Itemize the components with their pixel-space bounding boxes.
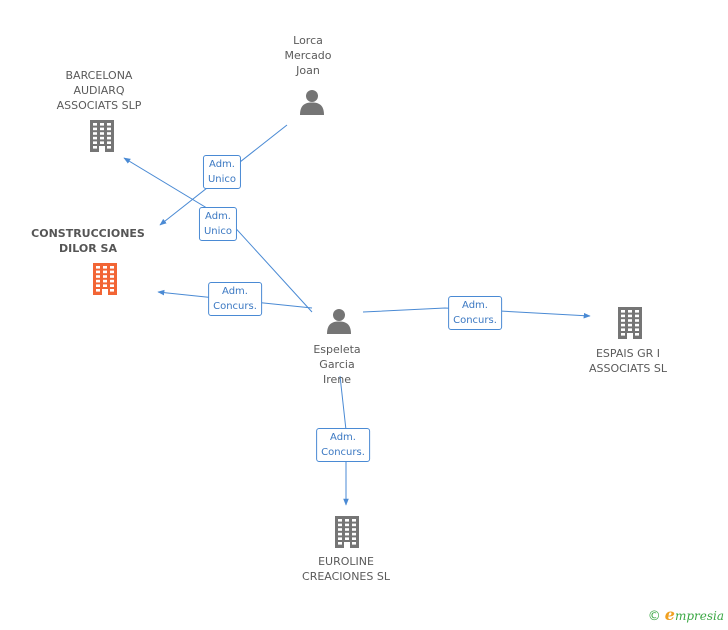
edge-label-line: Concurs. [321, 447, 365, 458]
edge-label-espeleta-to-euroline[interactable]: Adm. Concurs. [316, 428, 370, 462]
node-label-line: CONSTRUCCIONES [31, 227, 145, 240]
node-label-espais[interactable]: ESPAIS GR I ASSOCIATS SL [589, 346, 667, 376]
node-label-line: Mercado [284, 49, 332, 62]
company-icon-construcciones[interactable] [90, 262, 120, 300]
edge-label-line: Adm. [330, 432, 356, 443]
node-label-line: CREACIONES SL [302, 570, 390, 583]
brand-name: mpresia [674, 609, 724, 623]
person-icon-espeleta[interactable] [325, 307, 353, 339]
edge-label-line: Adm. [462, 300, 488, 311]
edge-label-line: Adm. [209, 159, 235, 170]
company-icon-barcelona[interactable] [87, 119, 117, 157]
node-label-line: ASSOCIATS SL [588, 362, 668, 375]
brand-logo[interactable]: empresia [665, 605, 724, 624]
node-label-construcciones[interactable]: CONSTRUCCIONES DILOR SA [31, 226, 145, 256]
node-label-line: DILOR SA [59, 242, 117, 255]
node-label-line: EUROLINE [318, 555, 374, 568]
brand-initial: e [664, 605, 675, 624]
node-label-line: Lorca [293, 34, 323, 47]
edge-label-line: Concurs. [453, 315, 497, 326]
node-label-line: BARCELONA [65, 69, 133, 82]
node-label-line: ASSOCIATS SLP [56, 99, 142, 112]
node-label-barcelona[interactable]: BARCELONA AUDIARQ ASSOCIATS SLP [57, 68, 142, 113]
edge-label-line: Unico [207, 174, 237, 185]
edge-espeleta-to-espais [362, 307, 591, 319]
node-label-line: Espeleta [313, 343, 361, 356]
company-icon-espais[interactable] [615, 306, 645, 344]
node-label-line: ESPAIS GR I [595, 347, 661, 360]
company-icon-euroline[interactable] [332, 515, 362, 553]
node-label-line: Irene [322, 373, 352, 386]
edge-label-line: Adm. [205, 211, 231, 222]
person-icon-lorca[interactable] [298, 88, 326, 120]
node-label-euroline[interactable]: EUROLINE CREACIONES SL [302, 554, 390, 584]
copyright-notice: ©empresia [648, 605, 724, 624]
node-label-line: Garcia [319, 358, 355, 371]
edge-label-espeleta-to-construcciones[interactable]: Adm. Concurs. [208, 282, 262, 316]
edge-label-espeleta-to-barcelona[interactable]: Adm. Unico [198, 207, 238, 241]
edge-label-line: Adm. [222, 286, 248, 297]
edge-label-line: Concurs. [213, 301, 257, 312]
edge-label-line: Unico [203, 226, 233, 237]
copyright-symbol: © [647, 609, 661, 624]
edge-label-espeleta-to-espais[interactable]: Adm. Concurs. [448, 296, 502, 330]
node-label-line: AUDIARQ [73, 84, 125, 97]
node-label-line: Joan [296, 64, 320, 77]
edge-label-lorca-to-construcciones[interactable]: Adm. Unico [202, 155, 242, 189]
